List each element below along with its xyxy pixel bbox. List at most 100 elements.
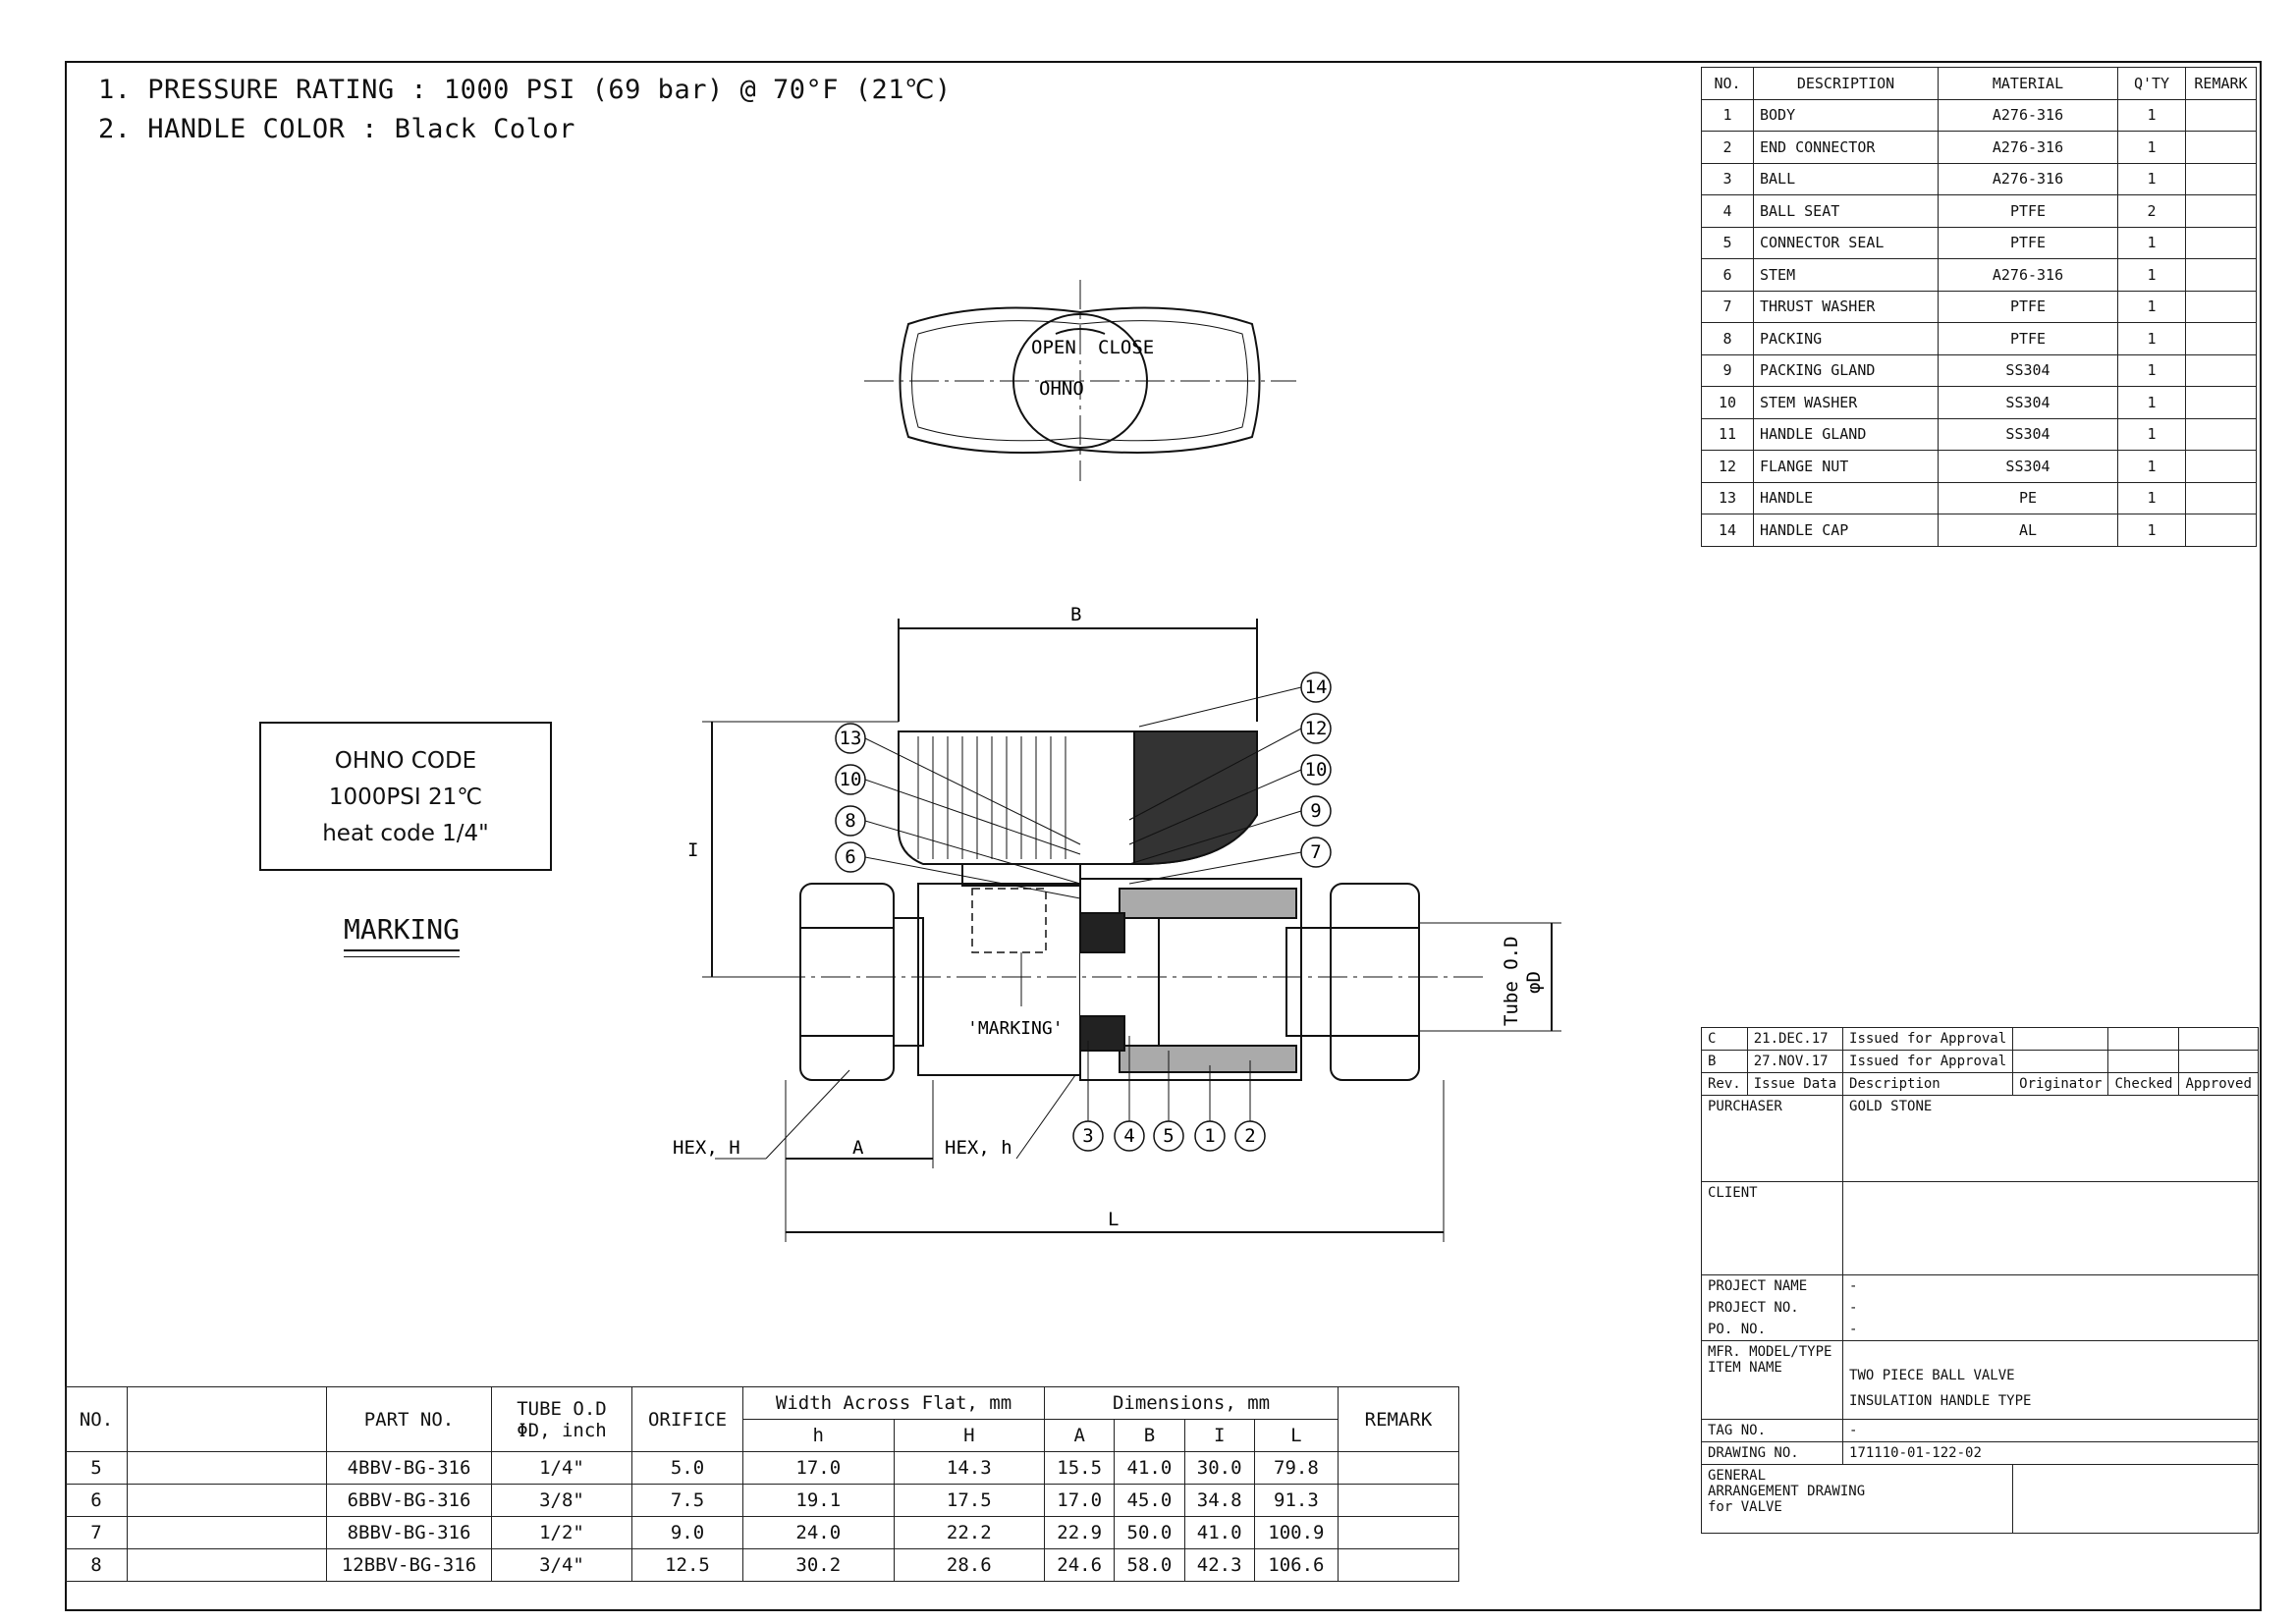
dims-h-orifice: ORIFICE <box>631 1386 743 1452</box>
purchaser-value: GOLD STONE <box>1842 1095 2259 1182</box>
dim-label-i: I <box>687 839 698 861</box>
parts-cell: FLANGE NUT <box>1753 450 1939 483</box>
parts-cell <box>2185 514 2257 547</box>
dims-cell: 9.0 <box>631 1516 743 1549</box>
dims-cell: 8BBV-BG-316 <box>326 1516 492 1549</box>
marking-caption: MARKING <box>344 913 461 957</box>
dims-cell: 7 <box>65 1516 128 1549</box>
parts-cell: BALL <box>1753 162 1939 195</box>
revision-cell: B <box>1701 1050 1748 1073</box>
dims-cell <box>1338 1451 1459 1485</box>
marking-line1: OHNO CODE <box>334 748 477 774</box>
dims-cell <box>1338 1484 1459 1517</box>
balloon-1: 1 <box>1204 1125 1215 1147</box>
dims-h-part: PART NO. <box>326 1386 492 1452</box>
dims-cell: 41.0 <box>1114 1451 1185 1485</box>
parts-cell: CONNECTOR SEAL <box>1753 226 1939 259</box>
revision-cell: 27.NOV.17 <box>1746 1050 1844 1073</box>
tag-label: TAG NO. <box>1700 1419 1844 1442</box>
parts-cell: HANDLE GLAND <box>1753 417 1939 451</box>
dims-cell: 7.5 <box>631 1484 743 1517</box>
handle-close-label: CLOSE <box>1098 337 1154 358</box>
parts-cell: A276-316 <box>1938 162 2118 195</box>
po-value: - <box>1842 1319 2259 1341</box>
parts-cell: 2 <box>1701 131 1754 164</box>
dims-cell: 28.6 <box>893 1548 1046 1582</box>
client-label: CLIENT <box>1700 1181 1844 1275</box>
client-value <box>1842 1181 2259 1275</box>
balloon-9: 9 <box>1310 800 1321 822</box>
dims-cell: 41.0 <box>1183 1516 1255 1549</box>
dims-cell: 91.3 <box>1253 1484 1339 1517</box>
dims-cell: 17.0 <box>742 1451 895 1485</box>
purchaser-label: PURCHASER <box>1700 1095 1844 1182</box>
dims-h-b: B <box>1114 1419 1185 1452</box>
dims-cell: 19.1 <box>742 1484 895 1517</box>
dims-cell: 5.0 <box>631 1451 743 1485</box>
parts-cell: 6 <box>1701 258 1754 292</box>
dims-cell: 5 <box>65 1451 128 1485</box>
label-phi-d: φD <box>1523 971 1545 994</box>
dims-cell: 22.2 <box>893 1516 1046 1549</box>
dims-cell: 42.3 <box>1183 1548 1255 1582</box>
dims-h-i: I <box>1183 1419 1255 1452</box>
label-hex-big: HEX, H <box>673 1137 740 1159</box>
balloon-12: 12 <box>1305 718 1328 739</box>
parts-cell: 1 <box>2117 131 2186 164</box>
parts-cell: SS304 <box>1938 417 2118 451</box>
balloon-leaders <box>864 686 1302 1121</box>
dims-cell: 17.0 <box>1044 1484 1116 1517</box>
parts-cell: PTFE <box>1938 290 2118 323</box>
drawing-no-label: DRAWING NO. <box>1700 1441 1844 1465</box>
parts-header-row: NO. DESCRIPTION MATERIAL Q'TY REMARK <box>1701 67 2257 100</box>
handle-brand: OHNO <box>1039 378 1084 400</box>
dims-h-waf: Width Across Flat, mm <box>741 1386 1046 1420</box>
revision-cell <box>2107 1027 2180 1051</box>
dims-cell: 50.0 <box>1114 1516 1185 1549</box>
parts-cell <box>2185 353 2257 387</box>
dims-cell: 3/4" <box>491 1548 632 1582</box>
dims-blank-cell <box>127 1451 327 1485</box>
dims-h-dims: Dimensions, mm <box>1044 1386 1339 1420</box>
label-tube-od: Tube O.D <box>1501 936 1522 1026</box>
parts-cell <box>2185 194 2257 228</box>
parts-cell: 1 <box>2117 481 2186 514</box>
parts-cell: 1 <box>2117 290 2186 323</box>
rev-h-approved: Approved <box>2178 1072 2259 1096</box>
rev-h-rev: Rev. <box>1701 1072 1748 1096</box>
dims-sub-header-row: h H A B I L <box>66 1419 1459 1452</box>
parts-cell: A276-316 <box>1938 258 2118 292</box>
parts-cell: 1 <box>2117 514 2186 547</box>
handle-top-view <box>864 280 1296 481</box>
dims-cell: 79.8 <box>1253 1451 1339 1485</box>
dims-blank-cell <box>127 1516 327 1549</box>
parts-cell <box>2185 481 2257 514</box>
balloon-8: 8 <box>845 810 855 832</box>
parts-cell: 3 <box>1701 162 1754 195</box>
tag-value: - <box>1842 1419 2259 1442</box>
balloon-6: 6 <box>845 846 855 868</box>
parts-cell: 14 <box>1701 514 1754 547</box>
marking-line3: heat code 1/4" <box>322 821 489 846</box>
project-no-label: PROJECT NO. <box>1700 1297 1844 1319</box>
dims-cell: 100.9 <box>1253 1516 1339 1549</box>
parts-cell <box>2185 131 2257 164</box>
parts-cell: END CONNECTOR <box>1753 131 1939 164</box>
marking-line2: 1000PSI 21℃ <box>328 784 483 810</box>
parts-cell: 1 <box>2117 98 2186 132</box>
dims-h-h: h <box>742 1419 895 1452</box>
parts-cell: AL <box>1938 514 2118 547</box>
label-marking: 'MARKING' <box>967 1018 1064 1039</box>
